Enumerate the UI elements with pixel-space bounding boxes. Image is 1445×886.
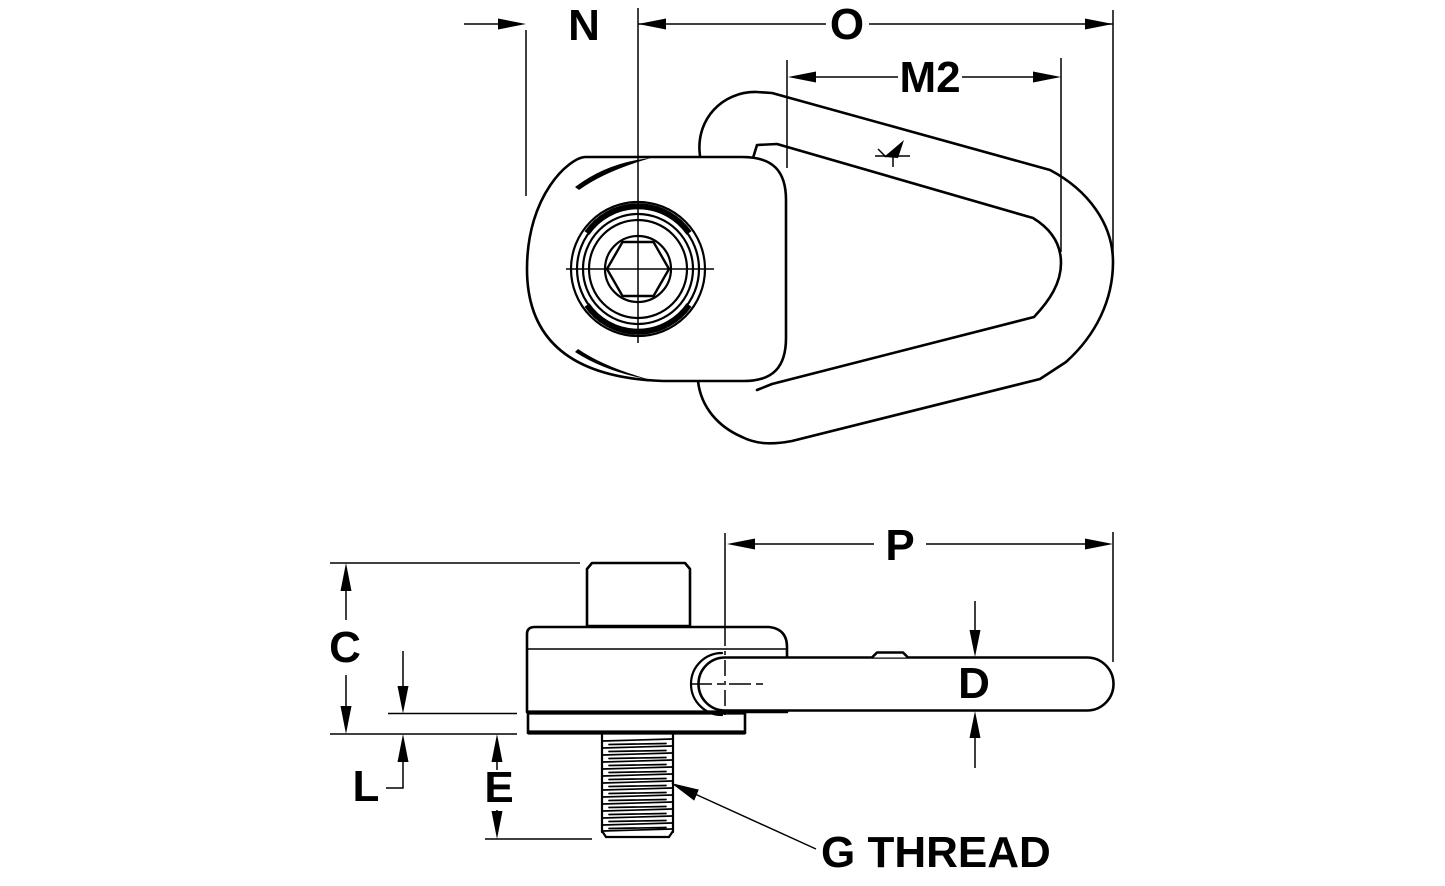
dim-label-d: D <box>958 659 990 708</box>
chamfer-sliver-bottom <box>575 349 651 380</box>
arrowhead-e-top <box>491 734 503 762</box>
dimension-d: D <box>958 601 990 768</box>
arrowhead-p-left <box>727 538 755 550</box>
screw-head-side-view <box>585 561 692 628</box>
arrowhead-m2-right <box>1033 71 1061 83</box>
arrowhead-l-top <box>397 686 409 714</box>
dim-label-p: P <box>885 521 914 570</box>
label-g-thread: G THREAD <box>821 828 1051 877</box>
bail-inner-outline <box>751 142 1063 392</box>
bail-outer-outline <box>696 90 1115 445</box>
arrowhead-d-bottom <box>969 711 981 738</box>
side-view: C L E P <box>329 521 1115 877</box>
threaded-stud <box>600 731 675 839</box>
dimension-l: L <box>353 651 517 811</box>
chamfer-sliver-top <box>575 158 651 190</box>
flag-note-symbol <box>875 140 910 167</box>
arrowhead-c-top <box>340 563 352 591</box>
washer <box>526 710 784 735</box>
arrowhead-m2-left <box>788 71 816 83</box>
arrowhead-l-bottom <box>397 734 409 762</box>
thread-lines <box>602 738 673 832</box>
dimension-n: N <box>464 1 600 196</box>
leader-line-g-thread <box>694 793 817 850</box>
arrowhead-p-right <box>1085 538 1113 550</box>
dimension-c: C <box>329 562 580 735</box>
arrowhead-c-bottom <box>340 706 352 734</box>
dim-label-l: L <box>353 762 380 811</box>
washer-body <box>526 711 747 735</box>
dim-label-o: O <box>830 0 864 49</box>
dim-label-c: C <box>329 623 361 672</box>
arrowhead-e-bottom <box>491 811 503 839</box>
bail-bar-side-view <box>697 656 1115 712</box>
arrowhead-g-thread <box>671 783 699 801</box>
dimension-o: O <box>638 0 1114 253</box>
arrowhead-o-right <box>1085 18 1113 30</box>
arrowhead-d-top <box>969 630 981 657</box>
dim-label-n: N <box>568 1 600 50</box>
arrowhead-n <box>498 18 526 30</box>
dimension-m2: M2 <box>786 53 1062 252</box>
dim-label-e: E <box>484 763 513 812</box>
top-view: N O M2 <box>464 0 1115 445</box>
dim-leader-l <box>386 762 404 789</box>
arrowhead-o-left <box>638 18 666 30</box>
dimension-p: P <box>724 521 1114 719</box>
callout-g-thread: G THREAD <box>671 783 1051 877</box>
bail-weld-tab <box>871 651 909 659</box>
dim-label-m2: M2 <box>899 53 960 102</box>
dimension-e: E <box>484 734 592 840</box>
